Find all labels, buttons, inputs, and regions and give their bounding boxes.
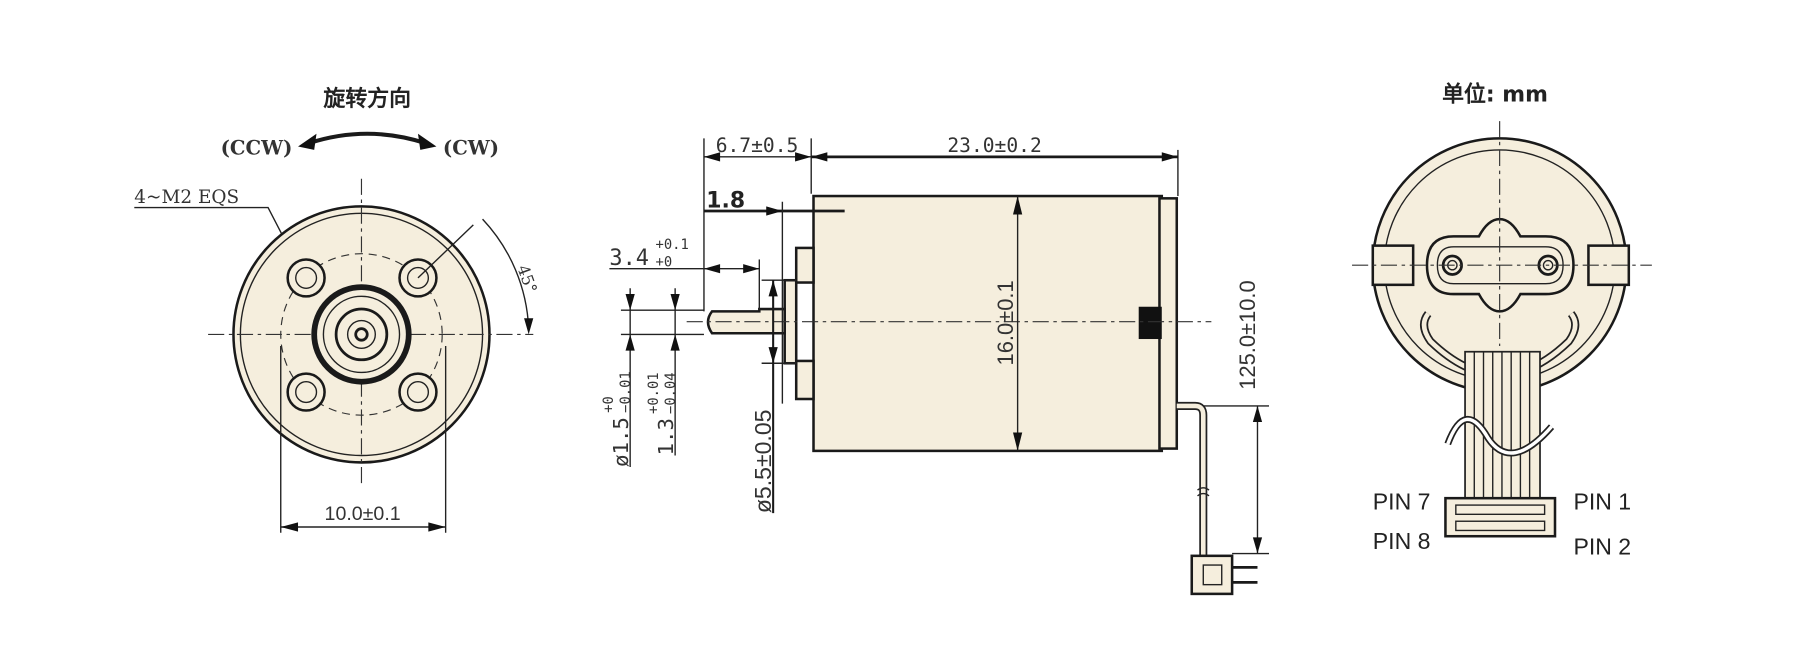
ribbon-cable [1444, 350, 1555, 500]
boss-ring [322, 295, 401, 374]
unit-label: 单位: mm [1442, 81, 1548, 107]
shaft-len-label: 3.4 [609, 246, 649, 271]
shaft-dia-label: ø1.5 [609, 417, 633, 467]
motor-body [812, 194, 1164, 453]
gear-tab-top [794, 246, 815, 284]
body-dia-label: 16.0±0.1 [993, 280, 1018, 365]
boss-dia-label: ø5.5±0.05 [750, 410, 776, 514]
gear-tab-bottom [794, 359, 815, 401]
lead-wire [1176, 401, 1208, 556]
angle-arc [482, 218, 530, 329]
arrowhead-ccw-icon [298, 133, 317, 150]
mount-hole [286, 258, 326, 298]
shaft-ring [346, 319, 376, 349]
end-cap [1158, 197, 1179, 450]
lead-len-label: 125.0±10.0 [1235, 280, 1260, 389]
pin-7-label: PIN 7 [1373, 489, 1431, 515]
pin-2-label: PIN 2 [1573, 534, 1631, 560]
arrowhead-cw-icon [417, 133, 437, 150]
body-len-label: 23.0±0.2 [947, 134, 1041, 157]
angle-label: 45° [513, 262, 541, 295]
front-view: 旋转方向 (CCW) (CW) 4~M2 EQS 45° 10.0±0.1 [134, 86, 541, 533]
shaft-len-tol-upper: +0.1 [656, 237, 689, 253]
flange-len-label: 1.8 [706, 189, 745, 214]
flat-dia-tol-lower: −0.04 [663, 372, 679, 414]
terminal-block [1138, 306, 1162, 340]
gear-boss [311, 284, 412, 385]
flat-dia-tol-upper: +0.01 [646, 372, 662, 414]
hole-spacing-label: 10.0±0.1 [325, 503, 401, 525]
pin-8-label: PIN 8 [1373, 528, 1431, 554]
pin-1-label: PIN 1 [1573, 489, 1631, 515]
rotation-direction-title: 旋转方向 [322, 86, 411, 112]
cw-label: (CW) [443, 137, 499, 160]
ccw-label: (CCW) [221, 137, 293, 160]
side-view: 16.0±0.1 6.7±0.5 23.0±0.2 1.8 3.4 +0.1 +… [601, 134, 1270, 596]
shaft-dia-tol-lower: −0.01 [618, 371, 634, 413]
angle-leader [417, 224, 474, 279]
mount-hole [286, 372, 326, 412]
shaft-dia-tol-upper: +0 [601, 396, 617, 413]
lead-connector [1190, 554, 1234, 596]
shaft [354, 327, 369, 342]
screw-label: 4~M2 EQS [134, 187, 239, 208]
rear-view: 单位: mm PIN 7 PIN 8 PIN 1 PIN 2 [1352, 81, 1652, 560]
shaft-len-tol-lower: +0 [656, 254, 673, 270]
angle-arrow-icon [524, 318, 534, 335]
bearing-ring [334, 307, 389, 362]
gear-len-label: 6.7±0.5 [716, 134, 799, 157]
rotation-arrow [308, 131, 426, 145]
flat-dia-label: 1.3 [654, 418, 678, 455]
mount-hole [398, 372, 438, 412]
